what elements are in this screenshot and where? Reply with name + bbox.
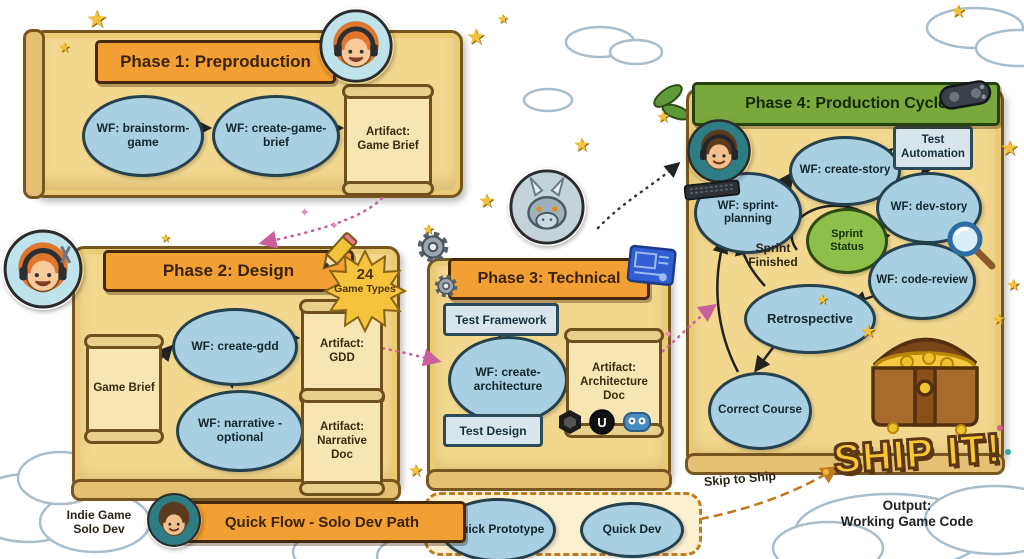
blueprint-icon (626, 244, 678, 289)
output-label-line1: Output: (882, 498, 932, 513)
star-decoration: ★ (816, 291, 829, 307)
confetti (823, 425, 1011, 475)
star-decoration: ★ (86, 6, 108, 33)
dotted-arrow (596, 161, 681, 230)
game-types-badge (320, 246, 410, 336)
solo-dev-avatar (146, 492, 202, 548)
sparkle-decoration: ✦ (300, 207, 310, 219)
unity-icon (556, 408, 584, 436)
wf-narrative-optional-node: WF: narrative - optional (176, 390, 304, 472)
producer-avatar (318, 8, 394, 84)
artifact-game-brief-node: Artifact: Game Brief (342, 84, 434, 196)
wf-code-review-node: WF: code-review (868, 242, 976, 320)
pencil-icon (316, 232, 360, 276)
game-types-badge-label: Game Types (334, 283, 396, 295)
gear-icon (414, 228, 452, 266)
godot-icon (622, 408, 652, 436)
star-decoration: ★ (497, 11, 509, 26)
sparkle-decoration: ✦ (664, 329, 674, 341)
star-decoration: ★ (1000, 137, 1019, 160)
wf-brainstorm-game-node: WF: brainstorm-game (82, 95, 204, 177)
magnifier-icon (942, 216, 998, 272)
star-decoration: ★ (422, 221, 435, 237)
wf-create-architecture-node: WF: create-architecture (448, 336, 568, 424)
output-label-line2: Working Game Code (840, 514, 974, 529)
gear-icon-small (432, 272, 460, 300)
star-decoration: ★ (656, 109, 671, 126)
wf-create-gdd-node: WF: create-gdd (172, 308, 298, 386)
star-decoration: ★ (160, 231, 171, 245)
solo-dev-label: Indie Game Solo Dev (66, 508, 132, 537)
star-decoration: ★ (478, 191, 496, 212)
compass-icon (60, 245, 72, 264)
phase1-banner: Phase 1: Preproduction (95, 40, 336, 84)
treasure-chest-icon (845, 312, 1005, 437)
dragon-avatar (508, 168, 586, 246)
game-brief-input-node: Game Brief (84, 334, 164, 444)
quick-dev-node: Quick Dev (580, 502, 684, 558)
wf-create-game-brief-node: WF: create-game-brief (212, 95, 340, 177)
test-automation-node: Test Automation (893, 126, 973, 170)
phase3-banner: Phase 3: Technical (448, 258, 650, 300)
sparkle-decoration: ✦ (330, 221, 339, 232)
star-decoration: ★ (573, 135, 591, 156)
unreal-icon: U (588, 408, 616, 436)
phase2-banner: Phase 2: Design (103, 250, 354, 292)
quick-flow-banner: Quick Flow - Solo Dev Path (178, 501, 466, 543)
developer-avatar (686, 118, 752, 184)
sprint-finished-label: Sprint Finished (748, 241, 798, 270)
star-decoration: ★ (950, 1, 967, 21)
keyboard-icon (683, 179, 741, 201)
test-design-node: Test Design (443, 414, 543, 447)
game-types-badge-number: 24 (356, 266, 374, 283)
scroll-roll (23, 29, 45, 199)
star-decoration: ★ (408, 461, 424, 480)
scroll-roll (426, 469, 672, 491)
scroll-roll (685, 453, 1005, 475)
artifact-narrative-doc-node: Artifact: Narrative Doc (299, 388, 385, 496)
star-decoration: ★ (1006, 277, 1021, 294)
leaf-decoration (653, 84, 691, 121)
phase4-banner: Phase 4: Production Cycle (692, 82, 1000, 126)
correct-course-node: Correct Course (708, 372, 812, 450)
skip-to-ship-arrow (699, 466, 840, 521)
star-decoration: ★ (860, 321, 877, 341)
designer-avatar (2, 228, 84, 310)
star-decoration: ★ (58, 39, 71, 55)
controller-icon (935, 72, 994, 117)
test-framework-node: Test Framework (443, 303, 559, 336)
star-decoration: ★ (992, 311, 1006, 328)
unreal-letter: U (597, 415, 606, 430)
star-decoration: ★ (466, 24, 486, 49)
